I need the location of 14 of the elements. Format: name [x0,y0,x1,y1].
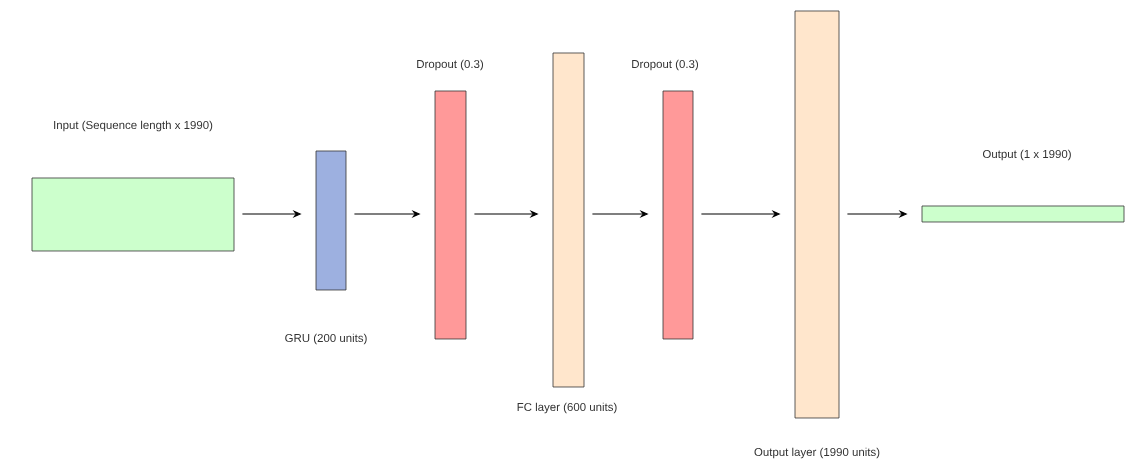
layer-box: Output layer (1990 units) [754,10,880,459]
node-label: GRU (200 units) [285,333,367,345]
node-label: Output layer (1990 units) [754,447,880,459]
layer-box: Input (Sequence length x 1990) [31,120,235,252]
node-label: Dropout (0.3) [417,59,484,71]
layer-box: Dropout (0.3) [417,59,484,340]
node-label: Dropout (0.3) [632,59,699,71]
layer-box: Dropout (0.3) [632,59,699,340]
node-label: Output (1 x 1990) [982,149,1071,161]
node-label: Input (Sequence length x 1990) [54,120,213,132]
layer-box: Output (1 x 1990) [921,149,1125,223]
layer-box: FC layer (600 units) [517,52,617,414]
layer-box: GRU (200 units) [285,150,367,345]
node-label: FC layer (600 units) [517,402,617,414]
